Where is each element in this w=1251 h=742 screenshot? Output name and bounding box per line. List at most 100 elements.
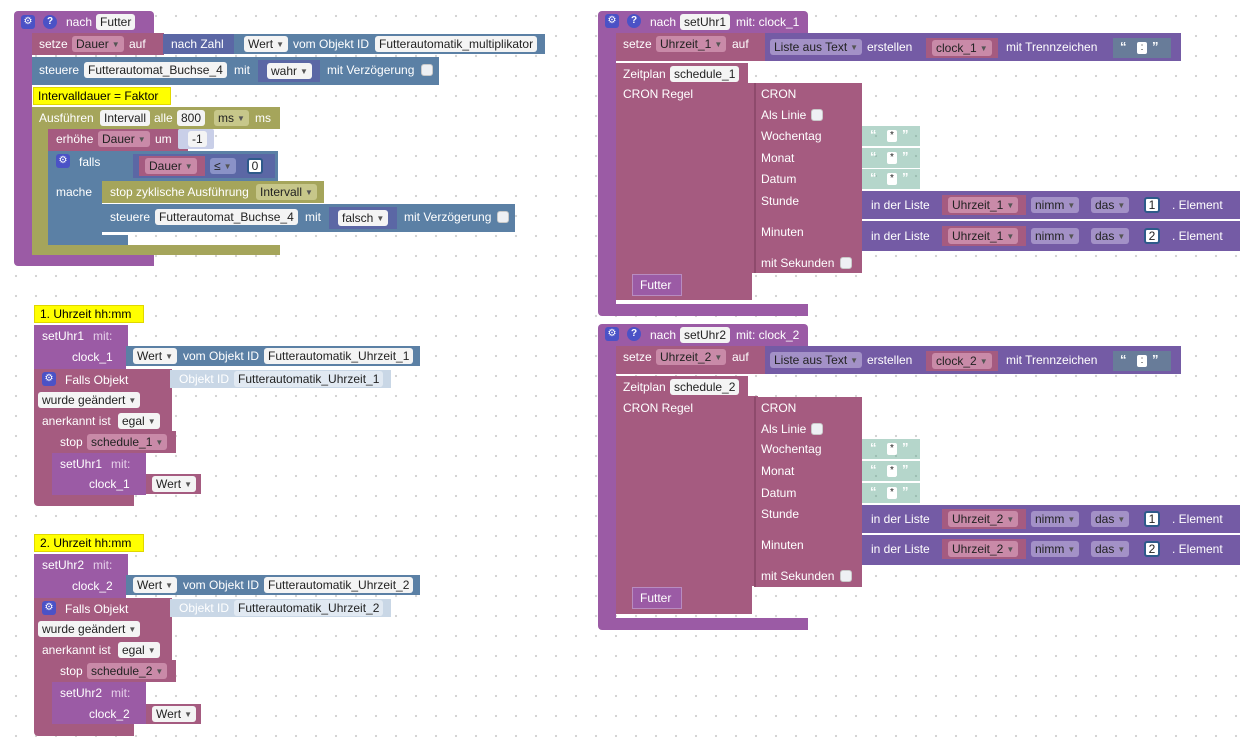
cron-block[interactable] bbox=[754, 83, 862, 273]
minute-list-var-dropdown[interactable]: Uhrzeit_2▼ bbox=[948, 541, 1019, 557]
as-line-checkbox[interactable] bbox=[811, 109, 823, 121]
minute-nimm-dropdown[interactable]: nimm▼ bbox=[1031, 228, 1080, 244]
wahr-dropdown[interactable]: wahr▼ bbox=[267, 63, 312, 79]
schedule-dropdown[interactable]: schedule_1▼ bbox=[87, 434, 168, 450]
call-setuhr2-arg-row[interactable] bbox=[34, 574, 126, 598]
inner-wert-dropdown[interactable]: Wert▼ bbox=[152, 706, 197, 722]
help-icon[interactable]: ? bbox=[627, 14, 641, 28]
object-id-field[interactable]: Futterautomatik_Uhrzeit_1 bbox=[264, 348, 414, 364]
as-line-checkbox[interactable] bbox=[811, 423, 823, 435]
call-setuhr2-block[interactable] bbox=[34, 554, 128, 576]
minute-index-field[interactable]: 2 bbox=[1144, 228, 1160, 244]
futter-call-block[interactable] bbox=[632, 274, 682, 296]
gear-icon[interactable]: ⚙ bbox=[56, 154, 70, 168]
trigger-on-change-block[interactable] bbox=[34, 598, 172, 620]
compare-variable-dropdown[interactable]: Dauer▼ bbox=[145, 158, 197, 174]
operator-dropdown[interactable]: ≤▼ bbox=[210, 158, 236, 174]
call-setuhr1-block[interactable] bbox=[34, 325, 128, 347]
wert-dropdown[interactable]: Wert▼ bbox=[244, 36, 289, 52]
procedure-name-field[interactable]: setUhr2 bbox=[680, 327, 731, 343]
date-field[interactable]: * bbox=[887, 487, 897, 499]
gear-icon[interactable]: ⚙ bbox=[605, 14, 619, 28]
schedule-dropdown[interactable]: schedule_2▼ bbox=[87, 663, 168, 679]
minute-nimm-dropdown[interactable]: nimm▼ bbox=[1031, 541, 1080, 557]
hour-nimm-dropdown[interactable]: nimm▼ bbox=[1031, 511, 1080, 527]
month-field[interactable]: * bbox=[887, 465, 897, 477]
minute-das-dropdown[interactable]: das▼ bbox=[1091, 228, 1130, 244]
control-false-object-field[interactable]: Futterautomat_Buchse_4 bbox=[155, 209, 298, 225]
inner-call-block[interactable] bbox=[52, 682, 146, 704]
inner-wert-dropdown[interactable]: Wert▼ bbox=[152, 476, 197, 492]
clock-dropdown[interactable]: clock_2▼ bbox=[932, 353, 992, 369]
clock-dropdown[interactable]: clock_1▼ bbox=[932, 40, 992, 56]
inner-call-arg-row[interactable] bbox=[52, 473, 146, 495]
minute-das-dropdown[interactable]: das▼ bbox=[1091, 541, 1130, 557]
object-id-field[interactable]: Futterautomatik_Uhrzeit_2 bbox=[264, 577, 414, 593]
list-from-text-dropdown[interactable]: Liste aus Text▼ bbox=[770, 352, 863, 368]
quote-close-icon: ” bbox=[902, 170, 909, 185]
procedure-name-field[interactable]: setUhr1 bbox=[680, 14, 731, 30]
hour-das-dropdown[interactable]: das▼ bbox=[1091, 511, 1130, 527]
separator-field[interactable]: : bbox=[1137, 42, 1147, 54]
minute-list-var-dropdown[interactable]: Uhrzeit_1▼ bbox=[948, 228, 1019, 244]
inner-call-block[interactable] bbox=[52, 453, 146, 475]
wert-dropdown[interactable]: Wert▼ bbox=[133, 348, 178, 364]
step-value-field[interactable]: -1 bbox=[188, 131, 207, 147]
month-field[interactable]: * bbox=[887, 152, 897, 164]
help-icon[interactable]: ? bbox=[43, 15, 57, 29]
help-icon[interactable]: ? bbox=[627, 327, 641, 341]
ack-dropdown[interactable]: egal▼ bbox=[118, 413, 160, 429]
gear-icon[interactable]: ⚙ bbox=[42, 601, 56, 615]
ms-dropdown[interactable]: ms▼ bbox=[214, 110, 249, 126]
compare-value-field[interactable]: 0 bbox=[247, 158, 263, 174]
weekday-field[interactable]: * bbox=[887, 130, 897, 142]
trigger-on-change-block[interactable] bbox=[34, 369, 172, 391]
weekday-field[interactable]: * bbox=[887, 443, 897, 455]
hour-nimm-dropdown[interactable]: nimm▼ bbox=[1031, 197, 1080, 213]
gear-icon[interactable]: ⚙ bbox=[21, 15, 35, 29]
variable-dropdown[interactable]: Uhrzeit_2▼ bbox=[656, 349, 727, 365]
change-type-dropdown[interactable]: wurde geändert▼ bbox=[38, 621, 141, 637]
trigger-object-field[interactable]: Futterautomatik_Uhrzeit_1 bbox=[234, 371, 384, 387]
interval-value-field[interactable]: 800 bbox=[177, 110, 206, 126]
object-id-field[interactable]: Futterautomatik_multiplikator bbox=[375, 36, 538, 52]
gear-icon[interactable]: ⚙ bbox=[605, 327, 619, 341]
call-setuhr1-arg-row[interactable] bbox=[34, 345, 126, 369]
list-from-text-dropdown[interactable]: Liste aus Text▼ bbox=[770, 39, 863, 55]
stop-interval-dropdown[interactable]: Intervall▼ bbox=[256, 184, 317, 200]
cron-block[interactable] bbox=[754, 397, 862, 587]
minute-index-field[interactable]: 2 bbox=[1144, 541, 1160, 557]
trigger-object-field[interactable]: Futterautomatik_Uhrzeit_2 bbox=[234, 600, 384, 616]
delay-checkbox[interactable] bbox=[421, 64, 433, 76]
change-type-dropdown[interactable]: wurde geändert▼ bbox=[38, 392, 141, 408]
date-field[interactable]: * bbox=[887, 173, 897, 185]
nach-zahl-label: nach Zahl bbox=[171, 37, 224, 51]
inner-call-arg-row[interactable] bbox=[52, 702, 146, 724]
falsch-dropdown[interactable]: falsch▼ bbox=[338, 210, 389, 226]
with-seconds-checkbox[interactable] bbox=[840, 570, 852, 582]
hour-index-field[interactable]: 1 bbox=[1144, 197, 1160, 213]
comment-block[interactable] bbox=[34, 305, 144, 323]
comment-block[interactable] bbox=[34, 534, 144, 552]
increment-variable-dropdown[interactable]: Dauer▼ bbox=[98, 131, 150, 147]
schedule-name-field[interactable]: schedule_2 bbox=[670, 379, 740, 395]
procedure-name-field[interactable]: Futter bbox=[96, 14, 136, 30]
comment-block[interactable] bbox=[33, 87, 171, 105]
hour-list-var-dropdown[interactable]: Uhrzeit_1▼ bbox=[948, 197, 1019, 213]
with-seconds-checkbox[interactable] bbox=[840, 257, 852, 269]
variable-dropdown[interactable]: Dauer▼ bbox=[72, 36, 124, 52]
futter-call-block[interactable] bbox=[632, 587, 682, 609]
ack-dropdown[interactable]: egal▼ bbox=[118, 642, 160, 658]
wert-dropdown[interactable]: Wert▼ bbox=[133, 577, 178, 593]
variable-dropdown[interactable]: Uhrzeit_1▼ bbox=[656, 36, 727, 52]
delay-checkbox[interactable] bbox=[497, 211, 509, 223]
to-number-block[interactable] bbox=[163, 34, 243, 54]
gear-icon[interactable]: ⚙ bbox=[42, 372, 56, 386]
separator-field[interactable]: : bbox=[1137, 355, 1147, 367]
hour-das-dropdown[interactable]: das▼ bbox=[1091, 197, 1130, 213]
control-object-field[interactable]: Futterautomat_Buchse_4 bbox=[84, 62, 227, 78]
hour-index-field[interactable]: 1 bbox=[1144, 511, 1160, 527]
schedule-name-field[interactable]: schedule_1 bbox=[670, 66, 740, 82]
hour-list-var-dropdown[interactable]: Uhrzeit_2▼ bbox=[948, 511, 1019, 527]
interval-name-field[interactable]: Intervall bbox=[100, 110, 151, 126]
